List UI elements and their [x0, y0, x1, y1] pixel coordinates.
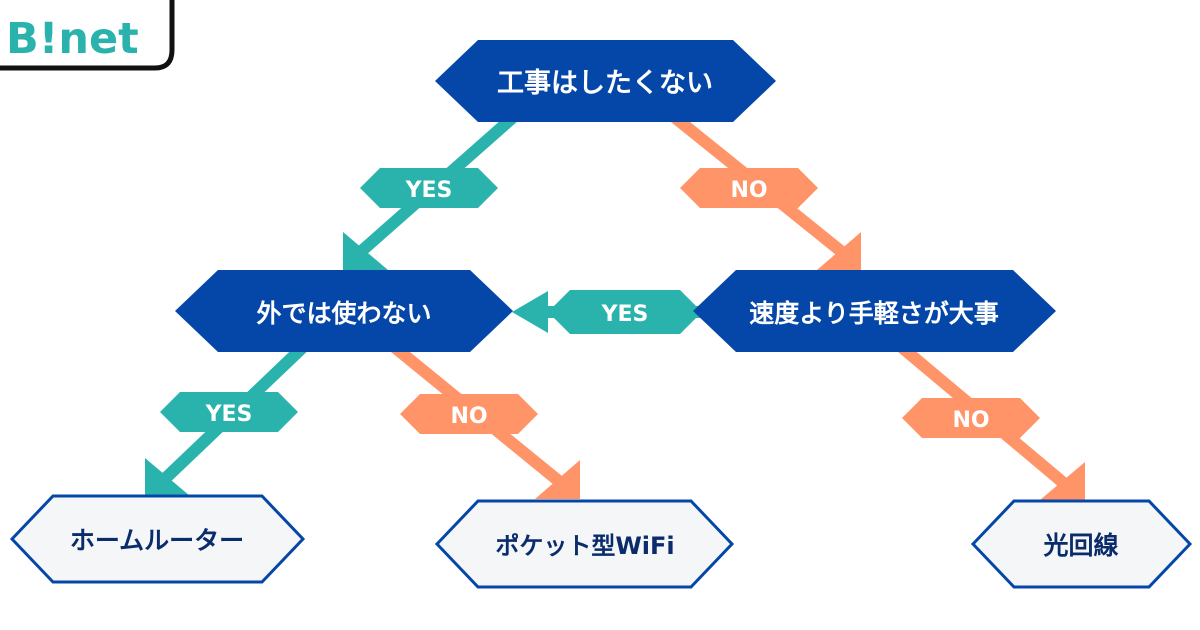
result-node-r1: ホームルーター: [9, 494, 306, 584]
edge-q1-q2-label-shape: [360, 168, 498, 208]
decision-node-q1: 工事はしたくない: [435, 40, 776, 122]
edge-q3-q2: YES: [512, 290, 715, 334]
edge-q1-q3-label: NO: [730, 178, 767, 203]
edge-q3-q2-arrowhead: [512, 291, 548, 333]
brand-logo-text: B!net: [6, 14, 139, 64]
edge-q3-q2-label-shape: [548, 290, 702, 334]
decision-node-q3-shape: [693, 270, 1056, 352]
edge-q2-r2-label: NO: [450, 404, 487, 429]
result-node-r3-shape: [970, 499, 1193, 589]
result-node-r1-label: ホームルーター: [70, 526, 244, 555]
decision-node-q1-label: 工事はしたくない: [497, 68, 713, 99]
decision-node-q2: 外では使わない: [175, 270, 513, 352]
edge-q2-r2-label-shape: [400, 394, 538, 434]
edge-q1-q3: NO: [669, 111, 861, 270]
edge-q2-r1-arrowhead: [145, 458, 190, 496]
edge-q3-q2-label: YES: [601, 302, 649, 327]
decision-node-q2-shape: [175, 270, 513, 352]
brand-frame: [0, 0, 175, 71]
edge-q3-r3-label: NO: [952, 408, 989, 433]
edge-q3-r3-arrowhead: [1040, 462, 1085, 500]
edge-q1-q2: YES: [343, 111, 519, 270]
result-node-r2: ポケット型WiFi: [434, 499, 735, 589]
result-node-r2-label: ポケット型WiFi: [495, 532, 674, 560]
decision-node-q3: 速度より手軽さが大事: [693, 270, 1056, 352]
edge-q1-q2-label: YES: [405, 178, 453, 203]
edge-q1-q3-arrowhead: [817, 232, 861, 270]
edge-q2-r1: YES: [145, 341, 309, 496]
edge-q2-r2: NO: [389, 341, 580, 499]
result-node-r2-shape: [434, 499, 735, 589]
edge-q1-q3-label-shape: [680, 168, 818, 208]
edge-q2-r1-label-shape: [160, 392, 298, 432]
edge-q1-q2-arrowhead: [343, 232, 388, 270]
result-node-r3-label: 光回線: [1042, 531, 1118, 560]
result-node-r3: 光回線: [970, 499, 1193, 589]
result-node-r1-shape: [9, 494, 306, 584]
edge-q3-r3: NO: [896, 341, 1085, 500]
decision-node-q1-shape: [435, 40, 776, 122]
brand-logo: B!net: [0, 0, 175, 71]
edge-q2-r1-label: YES: [205, 402, 253, 427]
decision-node-q2-label: 外では使わない: [256, 299, 431, 328]
edge-q3-r3-label-shape: [902, 398, 1040, 438]
edge-q2-r2-arrowhead: [535, 460, 580, 499]
decision-node-q3-label: 速度より手軽さが大事: [749, 299, 999, 328]
